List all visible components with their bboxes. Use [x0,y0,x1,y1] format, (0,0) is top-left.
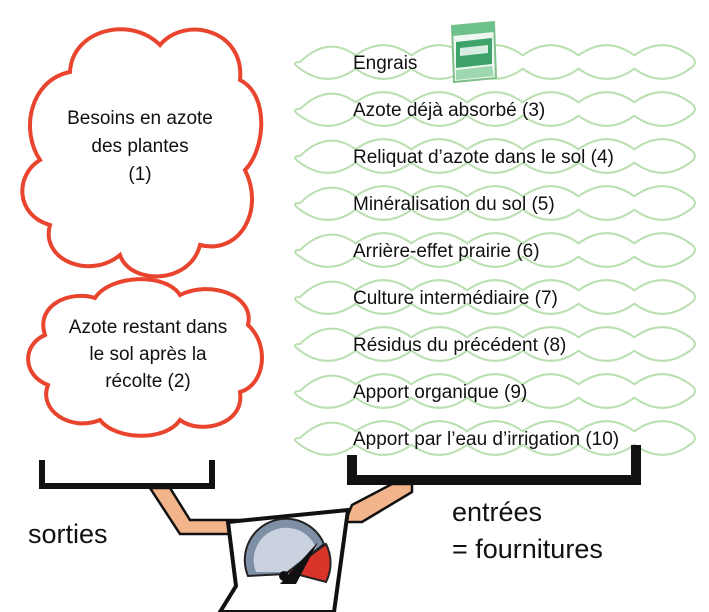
soil-remaining-line-1: Azote restant dans [69,317,227,338]
plant-needs-line-3: (1) [128,164,151,185]
input-item-2: Azote déjà absorbé (3) [353,100,545,121]
left-pan [39,460,215,489]
outputs-label: sorties [28,519,108,549]
input-item-3: Reliquat d’azote dans le sol (4) [353,147,614,168]
input-cloud [294,326,696,362]
balance-scale [39,445,641,612]
inputs-label-line-2: = fournitures [452,534,603,564]
output-cloud-plant-needs: Besoins en azote des plantes (1) [20,27,264,279]
input-cloud [294,91,696,127]
input-item-9: Apport par l’eau d’irrigation (10) [353,429,619,450]
cloud-shape [20,27,264,279]
scale-gauge-icon [243,517,332,584]
inputs-label-line-1: entrées [452,497,542,527]
plant-needs-line-2: des plantes [91,136,188,157]
input-cloud [294,185,696,221]
input-cloud [294,138,696,174]
cloud-shape [26,277,264,438]
input-item-7: Résidus du précédent (8) [353,335,566,356]
right-arm [343,482,414,524]
input-item-4: Minéralisation du sol (5) [353,194,555,215]
plant-needs-line-1: Besoins en azote [67,108,213,129]
input-cloud [294,420,696,456]
right-pan [347,445,641,485]
input-item-8: Apport organique (9) [353,382,527,403]
input-item-1: Engrais [353,53,417,74]
soil-remaining-line-2: le sol après la [89,344,207,365]
input-item-5: Arrière-effet prairie (6) [353,241,540,262]
input-cloud [294,232,696,268]
input-cloud [294,373,696,409]
input-cloud [294,279,696,315]
input-item-6: Culture intermédiaire (7) [353,288,558,309]
soil-remaining-line-3: récolte (2) [105,371,191,392]
output-cloud-soil-remaining: Azote restant dans le sol après la récol… [26,277,264,438]
fertilizer-bag-icon [450,20,498,84]
